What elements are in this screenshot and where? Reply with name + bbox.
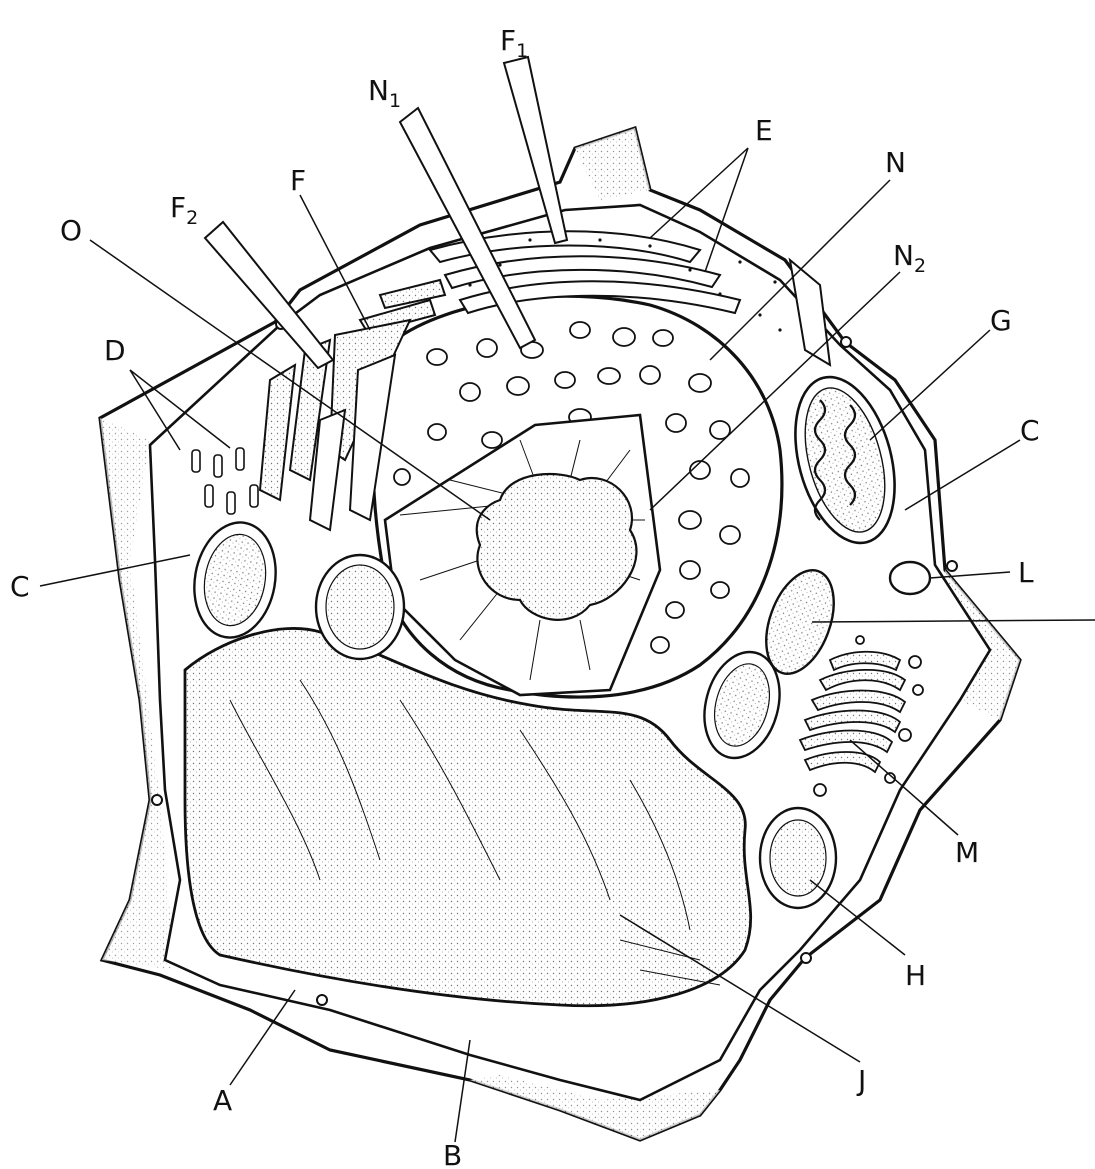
vesicle <box>890 562 930 594</box>
chloroplast-4 <box>760 808 836 908</box>
chloroplast-2 <box>316 555 404 659</box>
label-d: D <box>104 334 126 367</box>
label-f1: F1 <box>500 24 528 62</box>
label-c-left: C <box>10 570 30 603</box>
label-c-right: C <box>1020 414 1040 447</box>
label-f2: F2 <box>170 191 198 229</box>
label-n2: N2 <box>893 239 926 277</box>
label-g: G <box>990 304 1012 337</box>
label-h: H <box>905 959 926 992</box>
label-l: L <box>1018 556 1034 589</box>
nucleus <box>373 296 782 697</box>
label-m: M <box>955 836 979 869</box>
label-o: O <box>60 214 82 247</box>
label-n: N <box>885 146 906 179</box>
label-j: J <box>856 1064 866 1097</box>
label-e: E <box>755 114 773 147</box>
label-n1: N1 <box>368 74 401 112</box>
label-a: A <box>213 1084 232 1117</box>
label-f: F <box>290 164 306 197</box>
label-b: B <box>443 1139 462 1169</box>
